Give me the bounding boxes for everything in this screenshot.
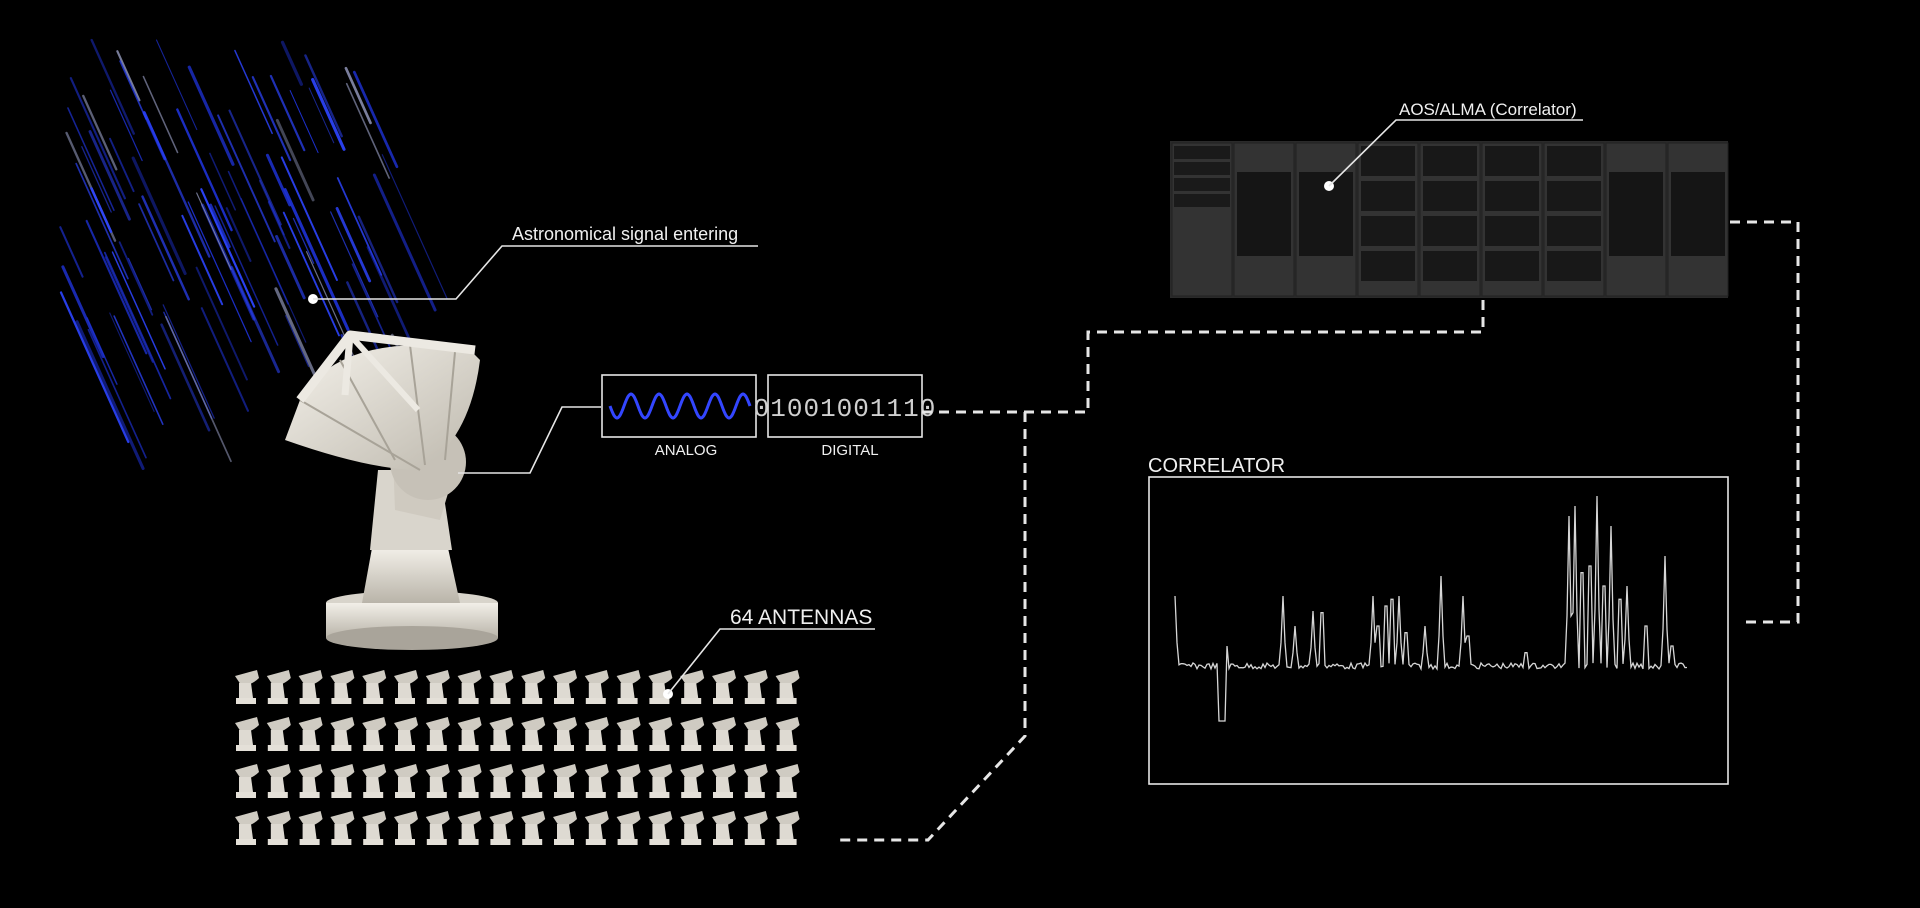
spectrum-icon — [1174, 495, 1688, 722]
aos-leader — [1324, 119, 1583, 191]
signal-label: Astronomical signal entering — [512, 224, 738, 244]
antennas-leader — [663, 628, 875, 699]
digital-bits: 01001001110 — [754, 394, 937, 424]
correlator-title: CORRELATOR — [1148, 455, 1285, 477]
sine-wave-icon — [608, 392, 752, 420]
analog-label: ANALOG — [655, 442, 718, 459]
antenna-leader — [458, 406, 601, 474]
correlator-rack-icon — [1170, 141, 1729, 298]
main-antenna-icon — [285, 330, 498, 650]
digital-label: DIGITAL — [821, 442, 878, 459]
antennas-label: 64 ANTENNAS — [730, 606, 872, 629]
analog-box — [601, 374, 757, 438]
aos-label: AOS/ALMA (Correlator) — [1399, 100, 1577, 119]
digital-box: 01001001110 — [754, 374, 937, 438]
correlator-box — [1148, 476, 1729, 785]
data-flow-lines — [835, 220, 1800, 842]
antenna-array-icon — [235, 670, 800, 845]
signal-leader — [308, 245, 758, 304]
